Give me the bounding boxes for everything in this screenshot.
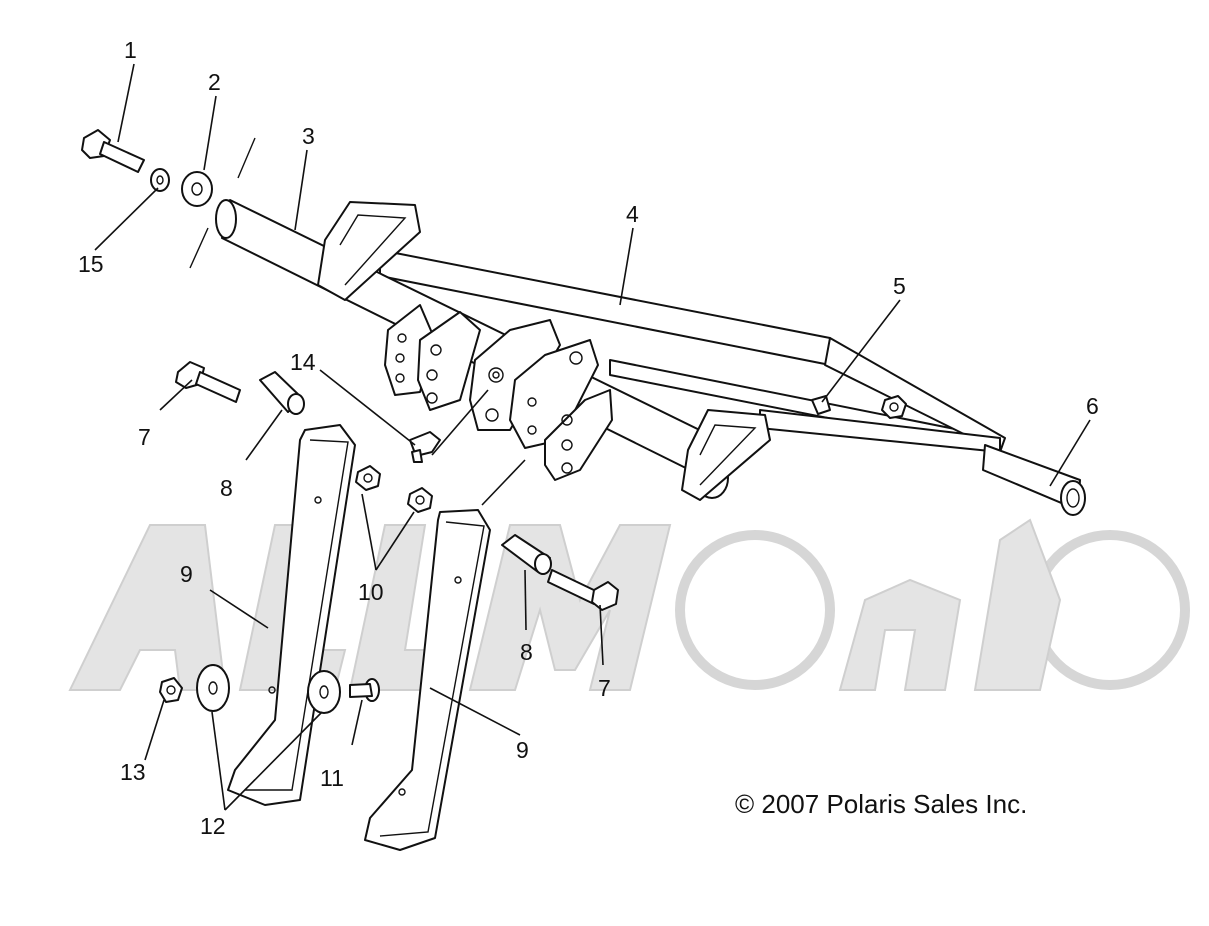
leader-lines (94, 63, 1091, 811)
strap-right (681, 409, 771, 501)
bolt-7-right (547, 569, 619, 611)
shaft-6 (982, 444, 1086, 516)
nut-10-b (407, 487, 433, 513)
mount-plate-right-a (509, 339, 599, 449)
strap-left (317, 201, 421, 301)
callout-6: 6 (1086, 393, 1099, 419)
copyright-text: © 2007 Polaris Sales Inc. (735, 789, 1027, 819)
callout-5: 5 (893, 273, 906, 299)
washer-12-a (196, 664, 230, 712)
callout-13: 13 (120, 759, 146, 785)
callout-3: 3 (302, 123, 315, 149)
nut-10-a (355, 465, 381, 491)
break-line (237, 137, 256, 179)
break-line (189, 227, 209, 269)
grease-fitting-14 (409, 431, 441, 463)
callout-4: 4 (626, 201, 639, 227)
nut-5-right (881, 395, 907, 419)
mount-plate-right-b (544, 389, 613, 481)
bolt-7-left (175, 361, 241, 403)
bolt-1 (81, 129, 145, 173)
bushing-8-right (501, 534, 552, 575)
nut-13 (159, 677, 183, 703)
callout-14: 14 (290, 349, 316, 375)
callout-8-right: 8 (520, 639, 533, 665)
callout-12: 12 (200, 813, 226, 839)
callout-9-left: 9 (180, 561, 193, 587)
callout-7-right: 7 (598, 675, 611, 701)
callout-9-right: 9 (516, 737, 529, 763)
grease-fitting-5 (811, 395, 831, 415)
bushing-8-left (259, 371, 305, 415)
callout-10: 10 (358, 579, 384, 605)
callout-8-left: 8 (220, 475, 233, 501)
callout-1: 1 (124, 37, 137, 63)
washer-2 (181, 171, 213, 207)
mount-plate-left-b (417, 311, 481, 411)
watermark-logo (68, 518, 1190, 691)
callout-15: 15 (78, 251, 104, 277)
pin-11 (349, 678, 380, 702)
washer-15 (150, 168, 170, 192)
link-9-left (227, 424, 356, 806)
callout-2: 2 (208, 69, 221, 95)
washer-12-b (307, 670, 341, 714)
link-9-right (364, 509, 491, 851)
callout-7-left: 7 (138, 424, 151, 450)
callout-11: 11 (320, 765, 344, 791)
